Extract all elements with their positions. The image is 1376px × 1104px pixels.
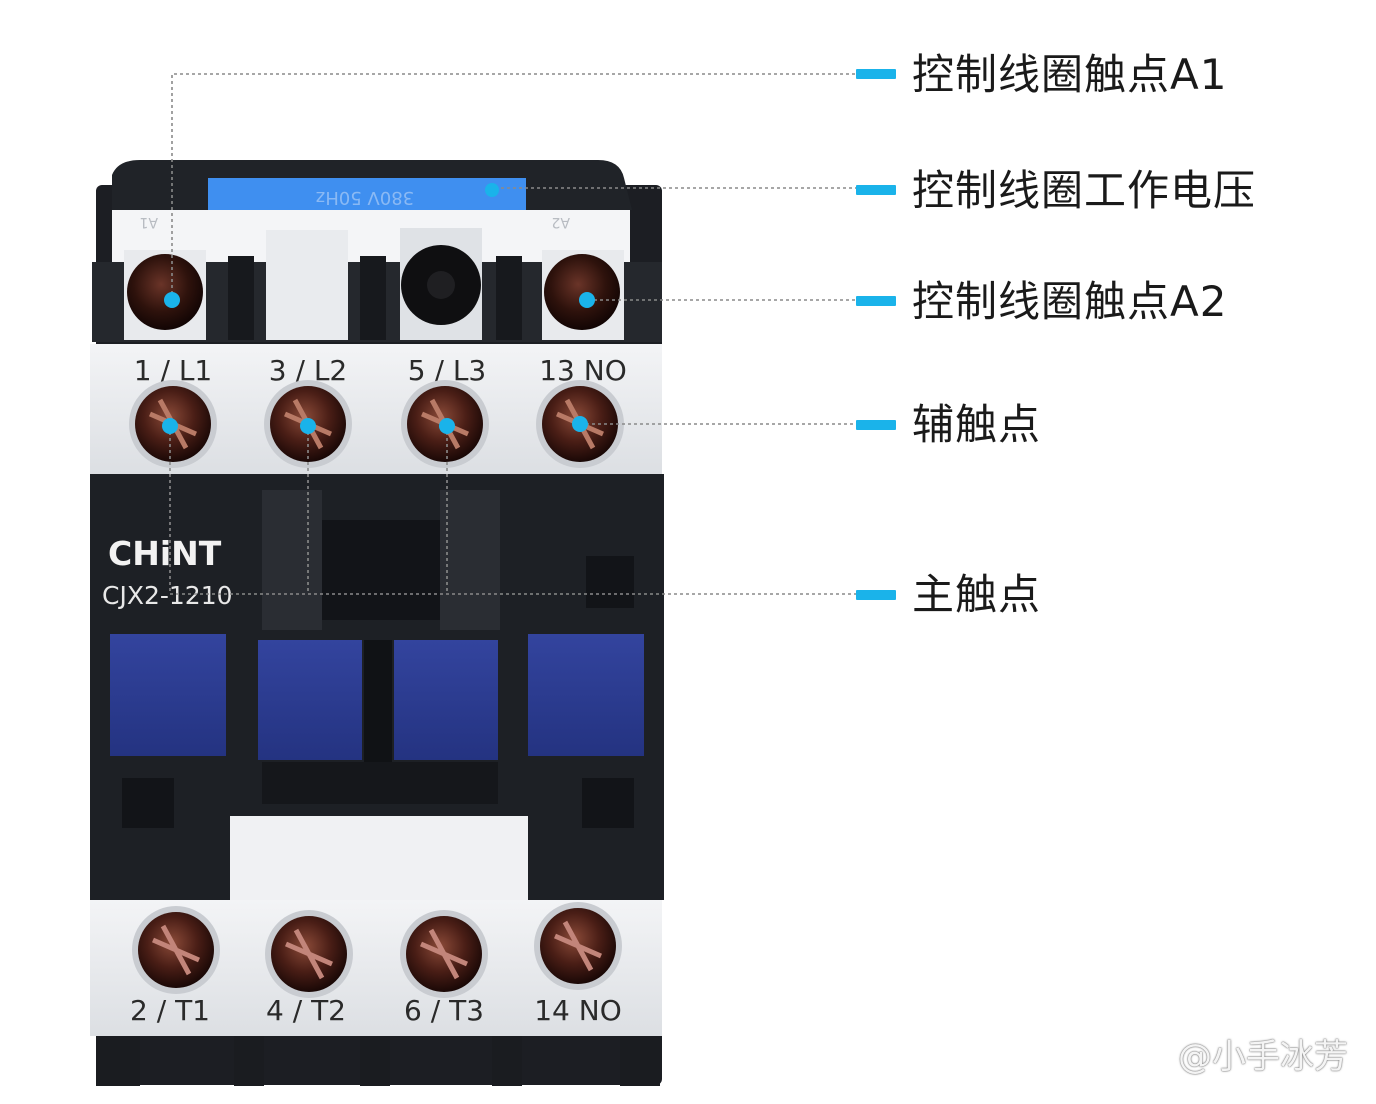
model-number: CJX2-1210 xyxy=(102,581,233,610)
coil-label-text: 380V 50Hz xyxy=(316,187,414,208)
blue-window-right xyxy=(528,634,644,756)
callout-marker-aux xyxy=(856,420,896,430)
coil-mark-a2: A2 xyxy=(552,214,570,230)
blue-window-left xyxy=(110,634,226,756)
callout-marker-main xyxy=(856,590,896,600)
callout-marker-a1 xyxy=(856,69,896,79)
coil-terminal-a2 xyxy=(544,254,620,330)
blue-window-center-left xyxy=(258,640,362,760)
coil-mark-a1: A1 xyxy=(140,214,158,230)
blue-window-center-right xyxy=(394,640,498,760)
dot-l1 xyxy=(162,418,178,434)
leader-main xyxy=(169,426,856,595)
dot-a2 xyxy=(579,292,595,308)
watermark: @小手冰芳 xyxy=(1178,1037,1348,1077)
dot-a1 xyxy=(164,292,180,308)
callout-coil-contact-a1: 控制线圈触点A1 xyxy=(912,50,1228,99)
brand-logo: CHiNT xyxy=(108,534,222,573)
dot-l2 xyxy=(300,418,316,434)
coil-terminal-a1 xyxy=(127,254,203,330)
terminal-label-t2: 4 / T2 xyxy=(266,994,346,1027)
leader-lines xyxy=(169,73,856,595)
callout-marker-a2 xyxy=(856,296,896,306)
callout-marker-coil-voltage xyxy=(856,185,896,195)
callout-main-contact: 主触点 xyxy=(912,570,1042,619)
dot-13no xyxy=(572,416,588,432)
callout-coil-contact-a2: 控制线圈触点A2 xyxy=(912,277,1228,326)
dot-l3 xyxy=(439,418,455,434)
terminal-label-t1: 2 / T1 xyxy=(130,994,210,1027)
callout-auxiliary-contact: 辅触点 xyxy=(912,400,1042,449)
bottom-screws xyxy=(132,902,622,998)
callout-coil-voltage: 控制线圈工作电压 xyxy=(912,166,1257,215)
dot-coil-voltage xyxy=(485,183,499,197)
terminal-label-14no: 14 NO xyxy=(534,994,622,1027)
terminal-label-t3: 6 / T3 xyxy=(404,994,484,1027)
indicator-dots xyxy=(162,183,595,434)
